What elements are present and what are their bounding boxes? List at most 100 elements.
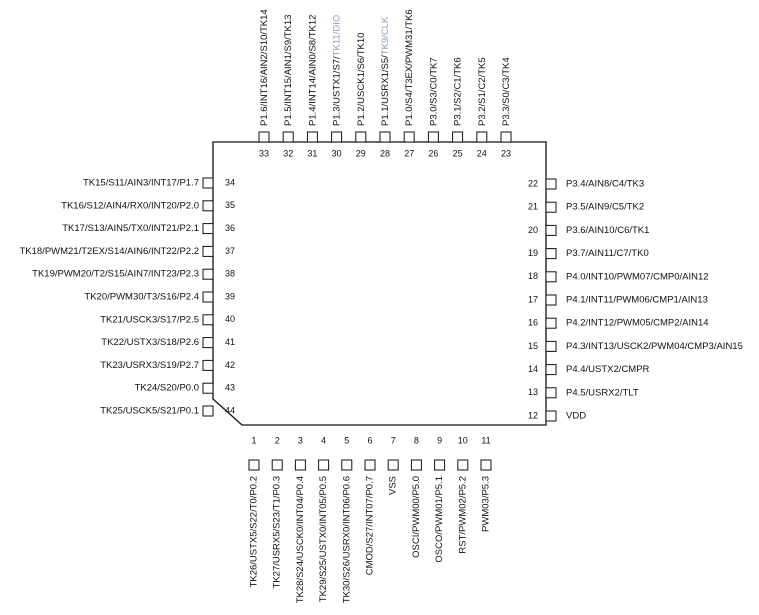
pin-27-label-part-0: P1.0/S4/T3EX/PWM31/TK6: [404, 9, 415, 126]
pin-10-number: 10: [458, 435, 468, 445]
pin-35-box: [202, 200, 214, 212]
pin-32-number: 32: [283, 148, 293, 158]
pin-30-number: 30: [332, 148, 342, 158]
pin-32-box: [282, 131, 294, 143]
pin-27-number: 27: [404, 148, 414, 158]
pin-3-box: [294, 459, 306, 471]
pin-11-label: PWM03/P5.3: [481, 476, 492, 532]
pin-2-label: TK27/USRX5/S23/T1/P0.3: [272, 476, 283, 588]
pin-36-number: 36: [225, 223, 235, 233]
pin-10-box: [457, 459, 469, 471]
pin-41-number: 41: [225, 337, 235, 347]
pin-17-box: [545, 294, 557, 306]
pin-33-number: 33: [259, 148, 269, 158]
pin-33-label: P1.6/INT16/AIN2/S10/TK14: [259, 9, 270, 126]
pin-20-number: 20: [528, 225, 538, 235]
pin-44-box: [202, 405, 214, 417]
pin-15-label: P4.3/INT13/USCK2/PWM04/CMP3/AIN15: [566, 341, 743, 352]
pin-26-label-part-0: P3.0/S3/C0/TK7: [428, 57, 439, 126]
pin-28-label-part-0: P1.1/USRX1/S5/: [380, 55, 391, 126]
pin-31-label-part-0: P1.4/INT14/AIN0/S8/TK12: [307, 15, 318, 126]
pin-13-number: 13: [528, 387, 538, 397]
pin-19-number: 19: [528, 248, 538, 258]
pin-7-number: 7: [391, 435, 396, 445]
pin-38-box: [202, 268, 214, 280]
pin-42-label: TK23/USRX3/S19/P2.7: [100, 360, 199, 371]
pin-32-label-part-0: P1.5/INT15/AIN1/S9/TK13: [283, 15, 294, 126]
pin-44-number: 44: [225, 405, 235, 415]
pin-3-label: TK28/S24/USCK0/INT04/P0.4: [295, 476, 306, 603]
pin-4-box: [318, 459, 330, 471]
pin-23-number: 23: [501, 148, 511, 158]
pin-44-label: TK25/USCK5/S21/P0.1: [100, 406, 199, 417]
pin-31-box: [306, 131, 318, 143]
pin-31-label: P1.4/INT14/AIN0/S8/TK12: [307, 15, 318, 126]
pin-15-box: [545, 340, 557, 352]
pin-37-number: 37: [225, 246, 235, 256]
pin-39-label: TK20/PWM30/T3/S16/P2.4: [84, 292, 199, 303]
pin-34-box: [202, 177, 214, 189]
pin-21-number: 21: [528, 202, 538, 212]
pin-16-number: 16: [528, 318, 538, 328]
pin-26-number: 26: [428, 148, 438, 158]
pin-37-label: TK18/PWM21/T2EX/S14/AIN6/INT22/P2.2: [19, 246, 199, 257]
pin-42-box: [202, 359, 214, 371]
pin-29-label: P1.2/USCK1/S6/TK10: [355, 33, 366, 126]
pin-12-number: 12: [528, 410, 538, 420]
pin-18-number: 18: [528, 271, 538, 281]
pin-19-label: P3.7/AIN11/C7/TK0: [566, 248, 649, 259]
pin-5-label: TK30/S26/USRX0/INT06/P0.6: [341, 476, 352, 603]
pin-17-number: 17: [528, 294, 538, 304]
pin-7-label: VSS: [388, 476, 399, 495]
pin-43-box: [202, 382, 214, 394]
pin-8-number: 8: [414, 435, 419, 445]
pin-30-label-part-0: P1.3/USTX1/S7/: [331, 56, 342, 126]
pin-34-number: 34: [225, 177, 235, 187]
pin-16-label: P4.2/INT12/PWM05/CMP2/AIN14: [566, 318, 709, 329]
pin-20-box: [545, 224, 557, 236]
pin-23-box: [500, 131, 512, 143]
pin-12-box: [545, 410, 557, 422]
pin-24-label-part-0: P3.2/S1/C2/TK5: [476, 57, 487, 126]
pin-35-number: 35: [225, 200, 235, 210]
pin-18-label: P4.0/INT10/PWM07/CMP0/AIN12: [566, 271, 709, 282]
pin-4-number: 4: [321, 435, 326, 445]
pin-30-box: [331, 131, 343, 143]
pin-9-label: OSCO/PWM01/P5.1: [434, 476, 445, 563]
pin-25-number: 25: [453, 148, 463, 158]
pin-1-label: TK26/USTX5/S22/T0/P0.2: [249, 476, 260, 587]
pin-40-label: TK21/USCK3/S17/P2.5: [100, 314, 199, 325]
pin-22-box: [545, 178, 557, 190]
pin-24-box: [476, 131, 488, 143]
top-pin-group: 33 P1.6/INT16/AIN2/S10/TK14 32 P1.5/INT15/A…: [258, 9, 512, 158]
pin-11-box: [480, 459, 492, 471]
pin-27-box: [403, 131, 415, 143]
pin-29-number: 29: [356, 148, 366, 158]
pin-28-box: [379, 131, 391, 143]
pin-29-label-part-0: P1.2/USCK1/S6/TK10: [355, 33, 366, 126]
pin-40-number: 40: [225, 314, 235, 324]
pin-5-box: [341, 459, 353, 471]
pin-5-number: 5: [344, 435, 349, 445]
pin-23-label-part-0: P3.3/S0/C3/TK4: [501, 57, 512, 126]
pin-6-box: [364, 459, 376, 471]
pin-30-label-part-1: TK11/DIO: [331, 15, 342, 57]
pin-22-number: 22: [528, 178, 538, 188]
pin-32-label: P1.5/INT15/AIN1/S9/TK13: [283, 15, 294, 126]
pin-22-label: P3.4/AIN8/C4/TK3: [566, 179, 644, 190]
right-pin-group: P3.4/AIN8/C4/TK322P3.5/AIN9/C5/TK221P3.6…: [528, 178, 743, 421]
pin-43-number: 43: [225, 383, 235, 393]
pin-1-number: 1: [251, 435, 256, 445]
pin-25-box: [452, 131, 464, 143]
pin-37-box: [202, 245, 214, 257]
pin-14-number: 14: [528, 364, 538, 374]
pin-6-label: CMOD/S27/INT07/P0.7: [365, 476, 376, 575]
pin-42-number: 42: [225, 360, 235, 370]
pin-2-number: 2: [275, 435, 280, 445]
pin-13-label: P4.5/USRX2/TLT: [566, 387, 639, 398]
pin-40-box: [202, 314, 214, 326]
pin-12-label: VDD: [566, 411, 586, 422]
